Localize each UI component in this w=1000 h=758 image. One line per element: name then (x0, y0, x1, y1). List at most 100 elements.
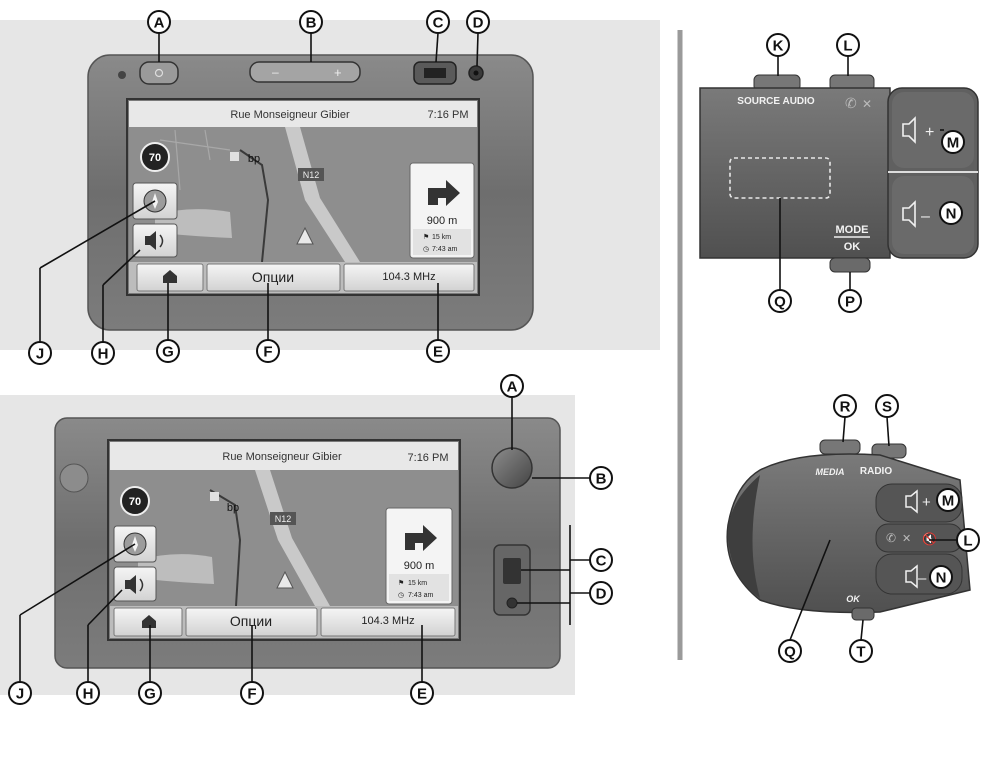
callout-M-bottom (936, 488, 960, 512)
callout-M-top-label: M (947, 135, 960, 152)
top-street-name: Rue Monseigneur Gibier (230, 109, 350, 121)
bottom-street-name: Rue Monseigneur Gibier (222, 451, 342, 463)
scroll-wheel[interactable] (727, 475, 760, 598)
hangup-icon: ✕ (862, 97, 872, 111)
callout-Q-bottom-label: Q (784, 644, 796, 661)
volume-down-button[interactable] (892, 176, 974, 254)
callout-L-top-label: L (843, 38, 852, 55)
callout-F-bottom-label: F (247, 686, 256, 703)
lead-D-top (476, 32, 479, 67)
callout-M-top (941, 130, 965, 154)
flag-icon: ⚑ (423, 233, 429, 241)
bottom-speed-limit-value: 70 (129, 496, 141, 508)
callout-A-top (147, 10, 171, 34)
top-road-label: N12 (303, 170, 320, 180)
volume-up-plus: + (925, 124, 934, 141)
top-radio-button[interactable] (343, 263, 475, 292)
top-status-bar (129, 101, 477, 127)
top-speed-limit-value: 70 (149, 152, 161, 164)
bottom-jack-port[interactable] (506, 597, 518, 609)
clock-icon: ◷ (398, 592, 404, 599)
volume-down-minus: – (921, 208, 930, 225)
callout-G-top-label: G (162, 344, 174, 361)
callout-M-bottom-label: M (942, 493, 955, 510)
bottom-steering-control: + ✆ ✕ 🔇 – MEDIA RADIO OK (726, 439, 971, 621)
callout-F-bottom (240, 681, 264, 705)
top-map-street (239, 149, 270, 263)
callout-J-top-label: J (36, 346, 44, 363)
mode-ok-button[interactable] (829, 257, 871, 273)
top-map-road (285, 127, 360, 262)
callout-B-top-label: B (306, 15, 317, 32)
callout-H-bottom-label: H (83, 686, 94, 703)
top-poi-marker (230, 152, 239, 161)
bottom-left-knob (59, 463, 89, 493)
top-clock: 7:16 PM (428, 109, 469, 121)
volume-plus-label: + (334, 65, 342, 80)
top-map-grid (159, 129, 231, 191)
bottom-clock: 7:16 PM (408, 452, 449, 464)
bottom-usb-port[interactable] (503, 558, 521, 584)
volume-down-minus: – (918, 570, 927, 587)
lead-S (886, 416, 890, 447)
top-steering-control: + – SOURCE AUDIO ✆ ✕ MODE OK (699, 74, 979, 273)
top-poi-label: bp (248, 153, 260, 165)
volume-minus-label: – (272, 65, 279, 79)
top-options-button[interactable] (206, 263, 341, 292)
bottom-power-volume-knob[interactable] (491, 447, 533, 489)
callout-P (838, 289, 862, 313)
media-button[interactable] (819, 439, 861, 455)
callout-J-bottom-label: J (16, 686, 24, 703)
phone-icon: ✆ (886, 531, 896, 545)
callout-G-bottom-label: G (144, 686, 156, 703)
phone-icon: ✆ (845, 95, 857, 111)
top-road-badge (298, 168, 324, 181)
callout-T (849, 639, 873, 663)
top-volume-rocker[interactable] (249, 61, 361, 83)
lead-C-top (435, 32, 439, 63)
lead-T (860, 619, 864, 641)
callout-F-top-label: F (263, 344, 272, 361)
top-position-arrow (296, 226, 314, 245)
bottom-radio-label: 104.3 MHz (361, 615, 414, 627)
ok-button[interactable] (851, 607, 875, 621)
callout-E-top (426, 339, 450, 363)
lead-J-top (39, 200, 156, 269)
turn-right-icon (405, 525, 437, 551)
callout-J-top (28, 341, 52, 365)
callout-H-bottom (76, 681, 100, 705)
callout-E-top-label: E (433, 344, 443, 361)
lead-H-top (102, 249, 141, 286)
bottom-map-street (209, 489, 242, 607)
lead-Q-bottom (789, 539, 831, 641)
top-trip-box (413, 229, 471, 255)
callout-C-top-label: C (433, 15, 444, 32)
bottom-unit-callouts: A B C D J H G F E (8, 374, 613, 705)
usb-slot (424, 68, 446, 78)
callout-C-bottom-label: C (596, 553, 607, 570)
callout-L-top (836, 33, 860, 57)
callout-H-top (91, 341, 115, 365)
callout-N-bottom (929, 565, 953, 589)
callout-G-top (156, 339, 180, 363)
speaker-icon (125, 575, 136, 594)
callout-C-bottom (589, 548, 613, 572)
bottom-media-unit: Rue Monseigneur Gibier 7:16 PM N12 bp 70… (0, 395, 575, 695)
turn-right-icon (428, 180, 460, 206)
callout-Q-top-label: Q (774, 294, 786, 311)
callout-Q-bottom (778, 639, 802, 663)
callout-L-bottom (956, 528, 980, 552)
callout-A-bottom-label: A (507, 379, 518, 396)
power-icon (154, 68, 164, 78)
callout-S (875, 394, 899, 418)
callout-H-top-label: H (98, 346, 109, 363)
source-audio-label: SOURCE AUDIO (737, 96, 815, 107)
bottom-eta: 7:43 am (408, 592, 433, 599)
callout-N-bottom-label: N (936, 570, 947, 587)
callout-P-label: P (845, 294, 855, 311)
volume-down-icon (905, 564, 918, 589)
callout-D-top-label: D (473, 15, 484, 32)
callout-R-label: R (840, 399, 851, 416)
top-power-button[interactable] (139, 61, 179, 85)
speaker-waves (139, 578, 144, 592)
